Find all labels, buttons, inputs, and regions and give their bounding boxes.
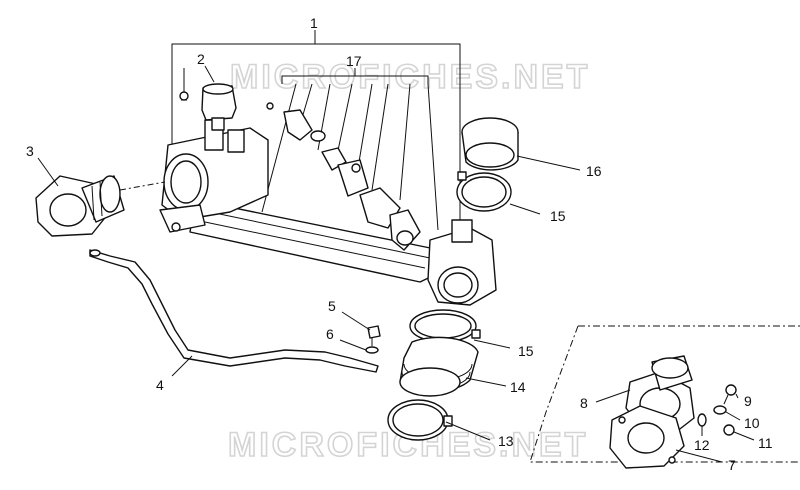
part-14-sleeve xyxy=(399,336,479,397)
callout-8: 8 xyxy=(580,395,588,411)
part-10-washer xyxy=(713,405,727,415)
part-15-lower-clamp xyxy=(409,309,481,343)
part-15-upper-clamp xyxy=(456,171,512,212)
part-11-bolt xyxy=(723,424,735,436)
part-8-manifold xyxy=(625,355,695,433)
callout-6: 6 xyxy=(326,326,334,342)
callout-3: 3 xyxy=(26,143,34,159)
callout-4: 4 xyxy=(156,377,164,393)
part-7-gasket-flange xyxy=(609,405,685,469)
part-4-support-rod xyxy=(89,249,379,373)
callout-7: 7 xyxy=(728,457,736,473)
callout-17: 17 xyxy=(346,53,362,69)
callout-2: 2 xyxy=(197,51,205,67)
part-6-washer xyxy=(365,346,379,354)
group-outline-right xyxy=(529,325,800,463)
callout-15-lower: 15 xyxy=(518,343,534,359)
part-3-intake-flange xyxy=(35,175,166,237)
callout-16: 16 xyxy=(586,163,602,179)
part-5-bolt xyxy=(367,325,381,346)
callout-5: 5 xyxy=(328,298,336,314)
part-9-screw xyxy=(723,384,737,405)
part-12-washer xyxy=(697,413,707,427)
watermark-top: MICROFICHES.NET xyxy=(230,58,590,96)
callout-13: 13 xyxy=(498,433,514,449)
callout-15-upper: 15 xyxy=(550,208,566,224)
callout-9: 9 xyxy=(744,393,752,409)
callout-1: 1 xyxy=(310,15,318,31)
callout-12: 12 xyxy=(694,437,710,453)
callout-11: 11 xyxy=(758,435,773,451)
throttle-body-assembly xyxy=(159,119,497,306)
callout-10: 10 xyxy=(744,415,760,431)
part-16-sleeve xyxy=(461,117,519,171)
leader-lines xyxy=(37,65,755,463)
part-13-clamp xyxy=(387,399,453,441)
part-2-cap xyxy=(179,68,237,131)
callout-14: 14 xyxy=(510,379,526,395)
part-17-injector-kit xyxy=(266,102,421,251)
